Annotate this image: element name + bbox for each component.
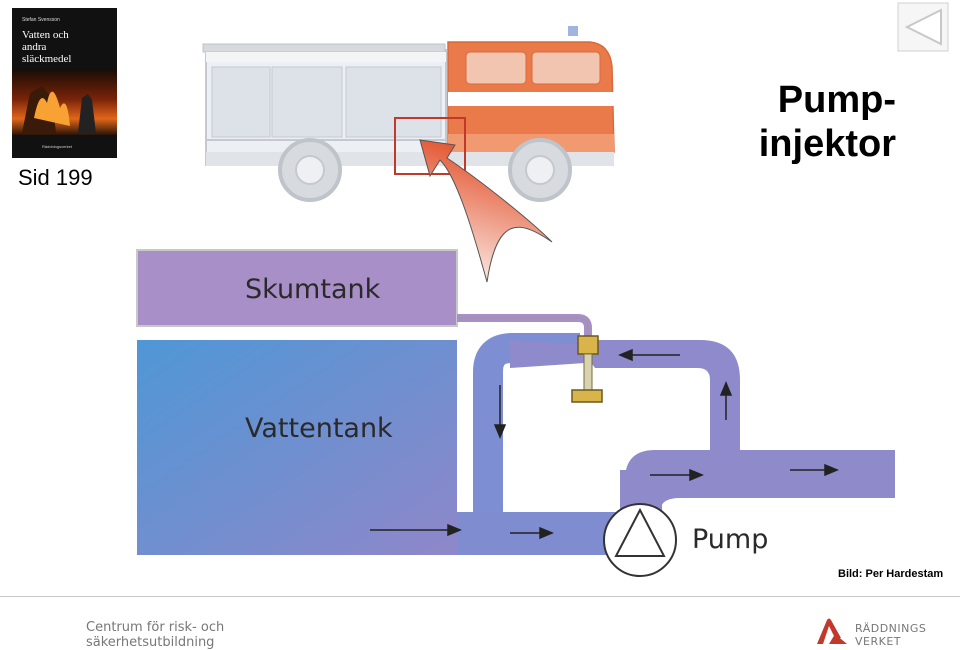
title-line-1: Pump- xyxy=(777,79,896,121)
book-publisher: Räddningsverket xyxy=(42,144,73,149)
raddningsverket-logo-icon xyxy=(817,618,847,644)
slide-title: Pump- injektor xyxy=(759,78,896,166)
injector-valve xyxy=(571,335,603,403)
organization-name: Centrum för risk- och säkerhetsutbildnin… xyxy=(86,620,224,650)
previous-triangle-icon[interactable] xyxy=(897,2,949,52)
foam-tank-label: Skumtank xyxy=(245,274,381,305)
book-cover: Stefan Svensson Vatten och andra släckme… xyxy=(12,8,117,158)
agency-line-1: RÄDDNINGS xyxy=(855,622,927,635)
agency-name: RÄDDNINGS VERKET xyxy=(855,622,926,648)
org-line-2: säkerhetsutbildning xyxy=(86,635,215,650)
pump-label: Pump xyxy=(692,524,768,555)
book-title-line2: andra xyxy=(22,41,47,53)
flow-arrows xyxy=(370,348,839,540)
agency-line-2: VERKET xyxy=(855,635,902,648)
book-title-line1: Vatten och xyxy=(22,29,69,41)
pump-injector-diagram: Skumtank Vattentank Pump xyxy=(136,139,895,577)
org-line-1: Centrum för risk- och xyxy=(86,620,225,635)
fire-truck-illustration xyxy=(202,26,615,202)
water-tank-label: Vattentank xyxy=(245,413,393,444)
page-reference: Sid 199 xyxy=(18,165,93,190)
book-title-line3: släckmedel xyxy=(22,53,71,65)
water-tank xyxy=(137,340,457,555)
foam-tank xyxy=(136,249,458,327)
footer-divider xyxy=(0,596,960,597)
image-credit: Bild: Per Hardestam xyxy=(838,568,944,580)
book-author: Stefan Svensson xyxy=(22,17,60,23)
pump-triangle-icon xyxy=(614,507,666,557)
pipe-network xyxy=(457,333,895,555)
title-line-2: injektor xyxy=(758,123,896,165)
zoom-arrow xyxy=(419,139,553,283)
